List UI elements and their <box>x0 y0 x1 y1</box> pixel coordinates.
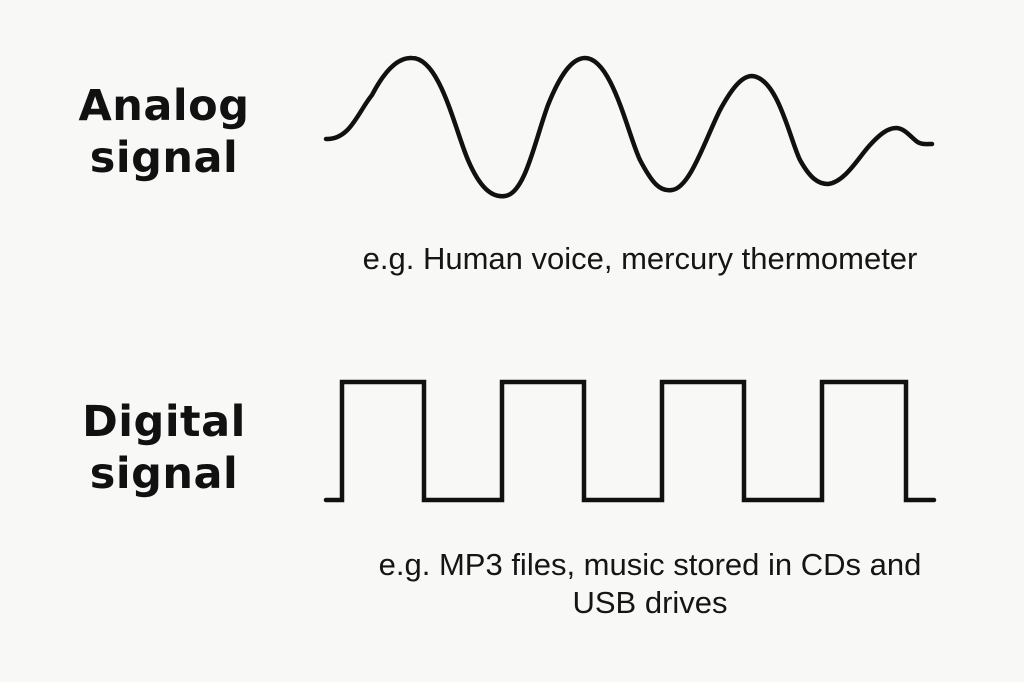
digital-example-line2: USB drives <box>572 585 728 620</box>
digital-example-line1: e.g. MP3 files, music stored in CDs and <box>378 547 922 582</box>
analog-signal-label: Analog signal <box>64 80 264 184</box>
analog-wave-curve <box>323 55 935 199</box>
analog-label-line2: signal <box>89 133 239 183</box>
digital-label-line2: signal <box>89 449 239 499</box>
digital-example-text: e.g. MP3 files, music stored in CDs and … <box>330 546 970 622</box>
digital-signal-label: Digital signal <box>64 396 264 500</box>
analog-label-line1: Analog <box>78 81 250 131</box>
digital-label-line1: Digital <box>82 397 246 447</box>
digital-wave-square <box>323 379 937 503</box>
analog-example-text: e.g. Human voice, mercury thermometer <box>362 241 918 276</box>
